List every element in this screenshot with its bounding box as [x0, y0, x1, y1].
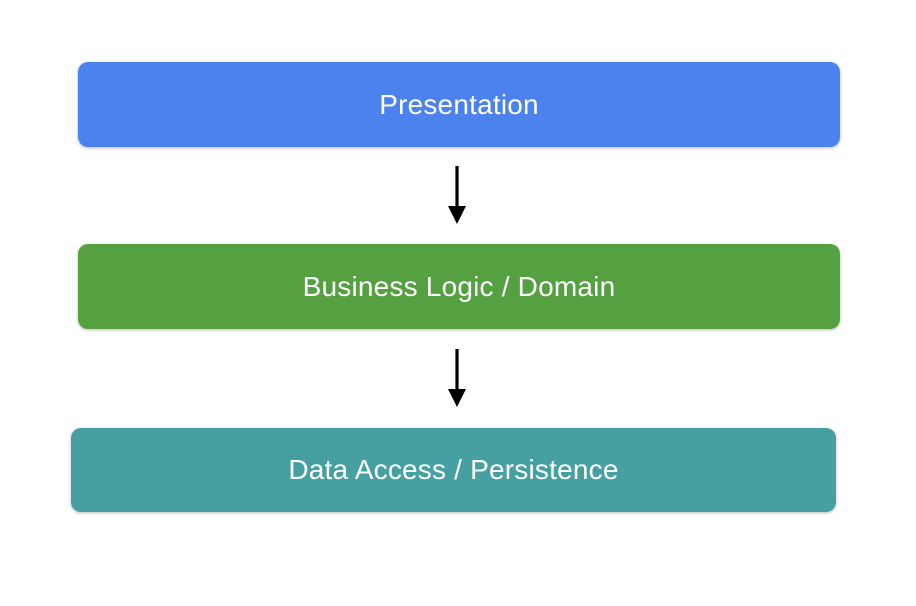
layer-box-presentation: Presentation	[78, 62, 840, 147]
layer-label-business-logic: Business Logic / Domain	[302, 270, 616, 302]
layer-box-data-access: Data Access / Persistence	[71, 428, 836, 512]
down-arrow-head	[448, 206, 466, 224]
layer-label-data-access: Data Access / Persistence	[288, 454, 619, 485]
down-arrow-icon	[448, 349, 466, 407]
layer-label-presentation: Presentation	[379, 88, 539, 120]
down-arrow-head	[448, 389, 466, 407]
layer-box-business-logic: Business Logic / Domain	[78, 244, 840, 329]
down-arrow-icon	[448, 166, 466, 224]
